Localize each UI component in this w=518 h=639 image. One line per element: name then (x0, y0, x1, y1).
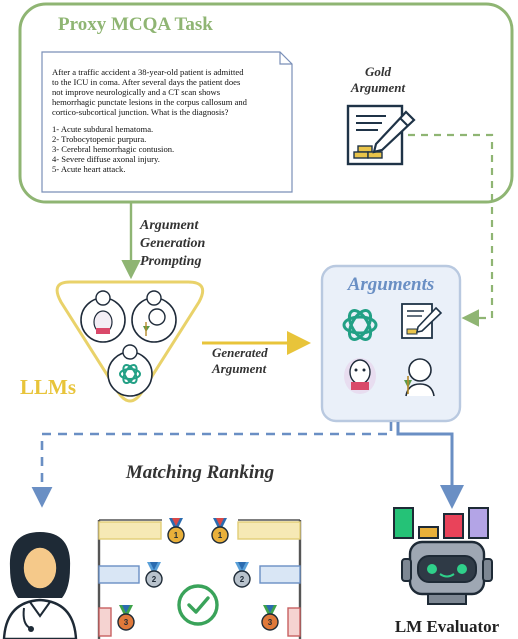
matching-ranking (97, 519, 302, 639)
svg-text:2: 2 (152, 575, 157, 584)
answer-option: 3- Cerebral hemorrhagic contusion. (52, 144, 174, 154)
physician-icon (404, 358, 435, 397)
arguments-box: Arguments (320, 264, 462, 423)
question-line: to the ICU in coma. After several days t… (52, 77, 241, 87)
generated-label: Generated Argument (211, 345, 268, 376)
task-title: Proxy MCQA Task (58, 14, 213, 35)
medal-icon: 2 (233, 562, 251, 588)
arrow-gold-to-arguments (408, 133, 494, 327)
arguments-title: Arguments (347, 274, 435, 295)
svg-text:Generated: Generated (212, 345, 268, 360)
gold-argument-icon (346, 104, 416, 166)
answer-option: 5- Acute heart attack. (52, 164, 126, 174)
medal-icon: 1 (167, 518, 185, 544)
rank-bar (98, 521, 162, 540)
gold-argument-icon (401, 303, 443, 339)
llms-label: LLMs (20, 375, 76, 399)
robot-icon (401, 540, 493, 605)
answer-option: 1- Acute subdural hematoma. (52, 124, 153, 134)
proxy-mcqa-task-box: Proxy MCQA Task After a traffic accident… (18, 2, 514, 204)
llama-icon (80, 290, 126, 343)
physician-icon (131, 290, 177, 343)
rank-bar (259, 565, 301, 584)
rank-bar (237, 521, 301, 540)
rank-bar (287, 607, 301, 637)
svg-text:1: 1 (174, 531, 179, 540)
svg-text:3: 3 (268, 618, 273, 627)
medal-icon: 1 (211, 518, 229, 544)
llms-group: LLMs (20, 280, 205, 403)
arrow-arguments-to-evaluator (396, 422, 464, 509)
matching-label: Matching Ranking (125, 462, 274, 483)
medal-icon: 3 (117, 605, 135, 631)
svg-text:Argument: Argument (139, 218, 199, 233)
svg-text:3: 3 (124, 618, 129, 627)
bar-chart-icon (393, 507, 489, 539)
svg-text:Argument: Argument (211, 361, 267, 376)
llama-icon (344, 358, 376, 394)
gold-label: Argument (350, 80, 406, 95)
gold-label: Gold (365, 64, 392, 79)
openai-icon (107, 344, 153, 397)
rank-bar (98, 607, 112, 637)
svg-text:Generation: Generation (140, 236, 206, 251)
rank-bar (98, 565, 140, 584)
arrow-arguments-to-matching (31, 422, 393, 508)
svg-text:1: 1 (218, 531, 223, 540)
question-line: not improve neurologically and a CT scan… (52, 87, 221, 97)
doctor-icon (2, 532, 78, 639)
question-line: hemorrhagic punctate lesions in the corp… (52, 97, 248, 107)
evaluator-label: LM Evaluator (395, 617, 500, 636)
openai-icon (342, 309, 378, 341)
svg-text:2: 2 (240, 575, 245, 584)
answer-option: 4- Severe diffuse axonal injury. (52, 154, 160, 164)
prompting-label: Argument Generation Prompting (139, 218, 206, 269)
answer-option: 2- Trobocytopenic purpura. (52, 134, 146, 144)
question-line: cortico-subcortical junction. What is th… (52, 107, 229, 117)
medal-icon: 3 (261, 605, 279, 631)
svg-text:Prompting: Prompting (140, 254, 201, 269)
question-document: After a traffic accident a 38-year-old p… (41, 51, 293, 193)
medal-icon: 2 (145, 562, 163, 588)
question-line: After a traffic accident a 38-year-old p… (52, 67, 244, 77)
check-icon (177, 584, 219, 626)
